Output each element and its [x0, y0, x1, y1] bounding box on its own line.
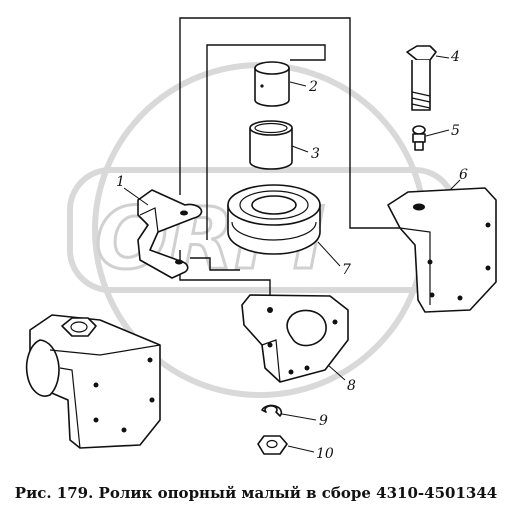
part-7-roller: [227, 184, 321, 255]
callout-10: 10: [316, 446, 334, 462]
callout-6: 6: [459, 167, 468, 183]
assembly-outer-line: [179, 17, 405, 229]
part-8-lower-bracket: [241, 294, 349, 383]
assembled-roller-unit: [25, 314, 161, 449]
part-1-bracket: [137, 189, 203, 279]
part-5-grease-fitting: [412, 125, 426, 151]
callout-numbers: 1 2 3 4 5 6 7 8 9 10: [116, 49, 468, 462]
callout-2: 2: [308, 79, 318, 95]
part-9-lock-washer: [261, 404, 283, 417]
assembly-connector-line: [190, 257, 240, 271]
assembly-inner-line: [206, 44, 326, 240]
callout-1: 1: [116, 174, 125, 190]
callout-5: 5: [451, 123, 460, 139]
part-10-nut: [257, 435, 288, 455]
figure-caption: Рис. 179. Ролик опорный малый в сборе 43…: [14, 484, 498, 502]
part-2-bushing: [254, 61, 290, 107]
part-6-mount-plate: [387, 187, 497, 313]
callout-3: 3: [311, 146, 320, 162]
callout-9: 9: [319, 413, 328, 429]
callout-7: 7: [342, 262, 351, 278]
callout-4: 4: [450, 49, 460, 65]
part-4-bolt: [406, 45, 437, 111]
part-3-sleeve: [249, 120, 293, 170]
callout-8: 8: [347, 378, 356, 394]
leader-lines: [123, 55, 461, 453]
